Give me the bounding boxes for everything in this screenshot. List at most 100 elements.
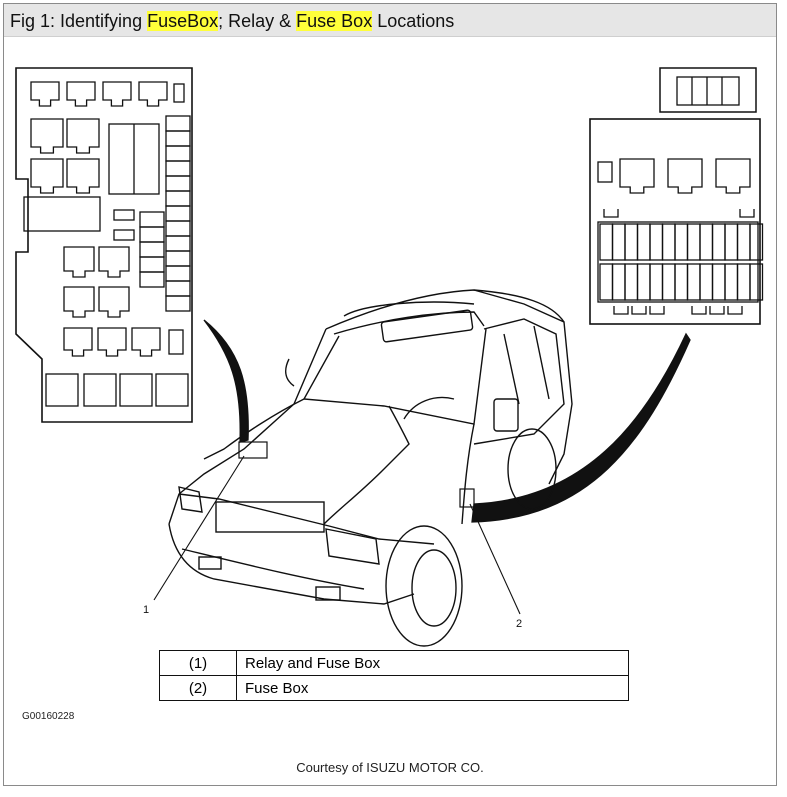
legend-row: (1) Relay and Fuse Box xyxy=(159,650,629,676)
fuse-box-panel xyxy=(589,67,764,325)
legend-label: Relay and Fuse Box xyxy=(236,650,629,676)
fuse-slot xyxy=(624,263,639,301)
fuse-slot xyxy=(611,263,626,301)
leader-arrow-left xyxy=(203,319,249,443)
fuse-column xyxy=(165,115,191,312)
fuse-slot xyxy=(674,223,689,261)
relay-socket xyxy=(119,373,153,407)
relay-socket xyxy=(131,327,161,357)
clip xyxy=(739,209,755,218)
callout-1: 1 xyxy=(143,604,149,616)
figure-title: Fig 1: Identifying FuseBox; Relay & Fuse… xyxy=(10,11,455,31)
credit-line: Courtesy of ISUZU MOTOR CO. xyxy=(296,760,484,775)
fuse-rows xyxy=(597,221,764,303)
relay-socket xyxy=(619,158,655,194)
fuse-slot xyxy=(165,145,191,162)
relay-socket xyxy=(98,286,130,318)
fuse-slot xyxy=(649,223,664,261)
fuse-slot xyxy=(649,263,664,301)
fuse-slot xyxy=(749,263,764,301)
relay-socket xyxy=(97,327,127,357)
clip-row xyxy=(603,209,755,315)
fuse-slot xyxy=(636,223,651,261)
fuse-slot xyxy=(611,223,626,261)
fuse-slot xyxy=(686,263,701,301)
legend-label: Fuse Box xyxy=(236,675,629,701)
legend-number: (2) xyxy=(159,675,237,701)
fuse-slot xyxy=(165,220,191,237)
fuse-slot xyxy=(165,160,191,177)
relay-socket xyxy=(66,81,96,107)
fuse-slot xyxy=(686,223,701,261)
vehicle-illustration xyxy=(168,289,573,647)
fuse-slot xyxy=(165,295,191,312)
relay-socket xyxy=(66,158,100,194)
leader-arrow-right xyxy=(471,332,691,523)
fuse-slot xyxy=(724,263,739,301)
legend-row: (2) Fuse Box xyxy=(159,675,629,701)
relay-socket xyxy=(173,83,185,103)
fuse-slot xyxy=(165,205,191,222)
fuse-column-mid xyxy=(113,209,165,288)
relay-fuse-box-panel xyxy=(15,67,193,423)
relay-socket xyxy=(30,158,64,194)
figure-frame: Fig 1: Identifying FuseBox; Relay & Fuse… xyxy=(3,3,777,786)
fuse-slot xyxy=(711,223,726,261)
relay-socket xyxy=(30,81,60,107)
relay-socket xyxy=(155,373,189,407)
fuse-slot xyxy=(699,223,714,261)
relay-socket xyxy=(63,327,93,357)
relay-socket xyxy=(168,329,184,355)
fuse-slot xyxy=(624,223,639,261)
highlight-fusebox: FuseBox xyxy=(147,11,219,31)
highlight-fuse-box: Fuse Box xyxy=(296,11,373,31)
relay-socket xyxy=(102,81,132,107)
fuse-slot xyxy=(724,223,739,261)
fuse-slot xyxy=(165,235,191,252)
relay-socket xyxy=(30,118,64,154)
fuse-slot xyxy=(736,263,751,301)
fuse-slot xyxy=(736,223,751,261)
fuse-slot xyxy=(599,263,614,301)
relay-grid xyxy=(63,246,184,357)
relay-socket xyxy=(667,158,703,194)
fuse-slot xyxy=(661,223,676,261)
relay-socket xyxy=(98,246,130,278)
fuse-slot xyxy=(165,115,191,132)
fuse-slot xyxy=(139,241,165,258)
fuse-slot xyxy=(113,209,135,221)
fuse-slot xyxy=(165,130,191,147)
relay-socket xyxy=(138,81,168,107)
clip xyxy=(603,209,619,218)
fuse-slot xyxy=(661,263,676,301)
fuse-slot xyxy=(749,223,764,261)
callout-line-1 xyxy=(153,455,245,601)
clip xyxy=(649,306,665,315)
fuse-slot xyxy=(113,229,135,241)
fuse-slot xyxy=(711,263,726,301)
fuse-slot xyxy=(165,250,191,267)
relay-socket xyxy=(45,373,79,407)
clip xyxy=(727,306,743,315)
clip xyxy=(691,306,707,315)
fuse-slot xyxy=(699,263,714,301)
clip xyxy=(709,306,725,315)
clip xyxy=(613,306,629,315)
fuse-slot xyxy=(165,175,191,192)
fuse-block xyxy=(597,221,759,303)
fuse-slot xyxy=(139,226,165,243)
callout-line-2 xyxy=(469,503,521,615)
relay-socket xyxy=(83,373,117,407)
fuse-slot xyxy=(165,280,191,297)
relay-socket xyxy=(597,161,613,183)
figure-code: G00160228 xyxy=(22,711,75,722)
clip xyxy=(631,306,647,315)
fuse-slot xyxy=(636,263,651,301)
fuse-slot xyxy=(599,223,614,261)
fuse-slot xyxy=(674,263,689,301)
fuse-slot xyxy=(139,256,165,273)
relay-socket xyxy=(63,246,95,278)
fuse-slot xyxy=(139,271,165,288)
relay-row xyxy=(597,158,751,194)
fuse-box-diagram: 1 2 xyxy=(15,67,764,647)
